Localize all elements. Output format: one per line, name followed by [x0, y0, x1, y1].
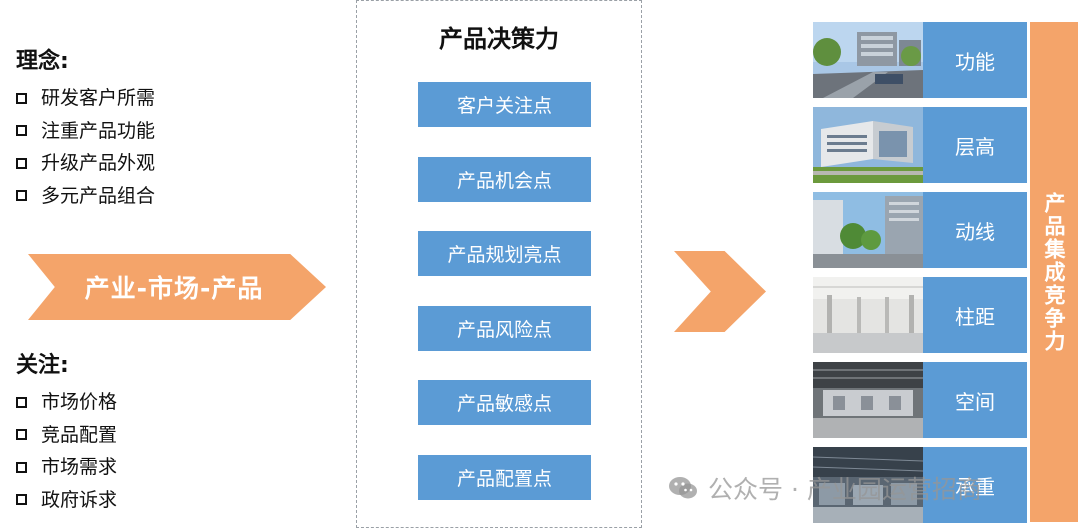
- decision-point: 产品规划亮点: [418, 231, 591, 276]
- square-bullet-icon: [16, 92, 27, 104]
- wechat-icon: [669, 477, 697, 499]
- focus-title: 关注:: [16, 353, 69, 378]
- competitiveness-bar: 产品集成竞争力: [1030, 22, 1078, 522]
- decision-point: 产品敏感点: [418, 380, 591, 425]
- decision-point: 产品机会点: [418, 157, 591, 202]
- decision-panel: 产品决策力 客户关注点 产品机会点 产品规划亮点 产品风险点 产品敏感点 产品配…: [356, 0, 642, 528]
- feature-label: 柱距: [923, 277, 1027, 353]
- watermark: 公众号 · 产业园运营招商: [668, 470, 982, 506]
- concept-title: 理念:: [16, 49, 69, 74]
- concept-block: 理念: 研发客户所需 注重产品功能 升级产品外观 多元产品组合: [16, 48, 155, 212]
- watermark-text: 公众号 · 产业园运营招商: [708, 475, 982, 504]
- flow-label: 产业-市场-产品: [84, 274, 264, 303]
- list-item: 政府诉求: [16, 484, 117, 517]
- courtyard-photo: [813, 192, 923, 268]
- square-bullet-icon: [16, 125, 27, 137]
- list-item: 市场需求: [16, 451, 117, 484]
- list-item: 研发客户所需: [16, 82, 155, 115]
- focus-block: 关注: 市场价格 竞品配置 市场需求 政府诉求: [16, 352, 117, 516]
- list-item: 市场价格: [16, 386, 117, 419]
- flow-chevron: 产业-市场-产品: [28, 254, 326, 320]
- factory-floor-photo: [813, 447, 923, 523]
- decision-title: 产品决策力: [439, 25, 559, 53]
- list-item: 竞品配置: [16, 419, 117, 452]
- square-bullet-icon: [16, 461, 27, 473]
- arrow-chevron-icon: [674, 251, 766, 332]
- interior-space-photo: [813, 362, 923, 438]
- feature-label: 层高: [923, 107, 1027, 183]
- feature-label: 动线: [923, 192, 1027, 268]
- concept-list: 研发客户所需 注重产品功能 升级产品外观 多元产品组合: [16, 82, 155, 212]
- feature-label: 空间: [923, 362, 1027, 438]
- list-item: 多元产品组合: [16, 180, 155, 213]
- building-plaza-photo: [813, 22, 923, 98]
- decision-point: 产品配置点: [418, 455, 591, 500]
- column-hall-photo: [813, 277, 923, 353]
- office-building-photo: [813, 107, 923, 183]
- list-item: 注重产品功能: [16, 115, 155, 148]
- decision-point: 产品风险点: [418, 306, 591, 351]
- focus-list: 市场价格 竞品配置 市场需求 政府诉求: [16, 386, 117, 516]
- competitiveness-label: 产品集成竞争力: [1042, 191, 1066, 353]
- feature-label: 承重: [923, 447, 1027, 523]
- square-bullet-icon: [16, 157, 27, 169]
- square-bullet-icon: [16, 494, 27, 506]
- decision-point: 客户关注点: [418, 82, 591, 127]
- feature-label: 功能: [923, 22, 1027, 98]
- square-bullet-icon: [16, 429, 27, 441]
- list-item: 升级产品外观: [16, 147, 155, 180]
- square-bullet-icon: [16, 396, 27, 408]
- square-bullet-icon: [16, 190, 27, 202]
